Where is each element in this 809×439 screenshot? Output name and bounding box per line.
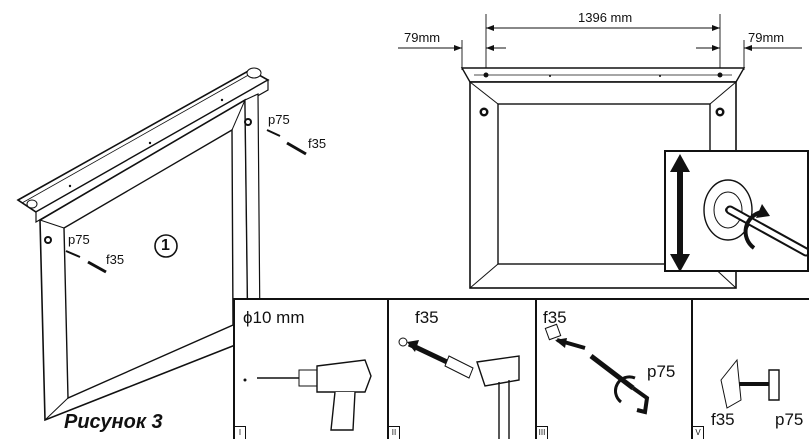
step-number: 1 (161, 237, 170, 254)
step1-drill-size: ϕ10 mm (243, 308, 305, 327)
dimension-left-offset: 79mm (404, 30, 441, 45)
dimension-center: 1396 mm (578, 10, 633, 25)
fastener-label-p75-left: p75 (68, 232, 90, 247)
step3-roman: III (537, 426, 548, 439)
step-panel-3: f35 p75 III (535, 298, 693, 439)
fastener-label-f35-left: f35 (106, 252, 125, 267)
figure-caption: Рисунок 3 (64, 411, 163, 433)
step4-roman: V (693, 426, 704, 439)
step2-anchor-label: f35 (415, 308, 439, 327)
step-panel-2: f35 II (387, 298, 537, 439)
hook-screw-icon (544, 323, 650, 415)
mounted-hook-icon (720, 358, 780, 409)
adjustment-detail-inset (664, 150, 809, 272)
step-panel-1: ϕ10 mm I (233, 298, 389, 439)
adjustment-detail-drawing (670, 154, 807, 270)
fastener-label-f35-right: f35 (308, 136, 327, 151)
anchor-insert-icon (398, 337, 520, 439)
step4-hook-label: p75 (775, 410, 804, 429)
step-panel-4: f35 p75 V (691, 298, 809, 439)
drill-icon (243, 359, 372, 431)
frame-isometric-drawing (16, 67, 307, 422)
step3-hook-label: p75 (647, 362, 676, 381)
step3-anchor-label: f35 (543, 308, 567, 327)
step2-roman: II (389, 426, 400, 439)
fastener-label-p75-right: p75 (268, 112, 290, 127)
dimension-right-offset: 79mm (748, 30, 785, 45)
step1-roman: I (235, 426, 246, 439)
step4-anchor-label: f35 (711, 410, 735, 429)
